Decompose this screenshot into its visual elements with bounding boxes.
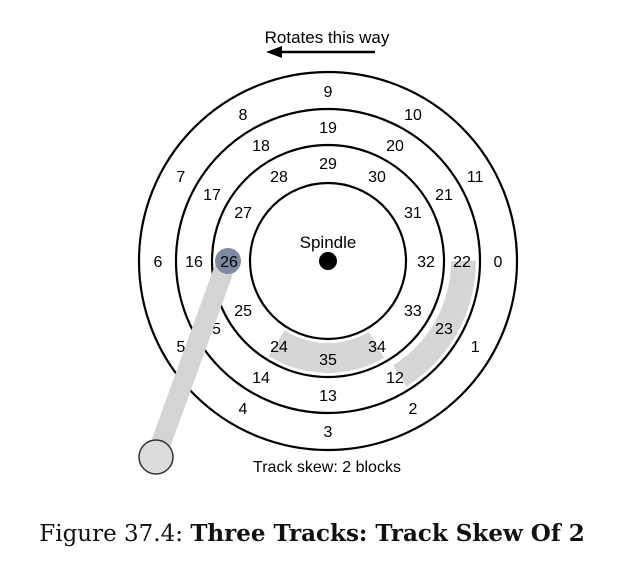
block-label-inner: 31	[404, 205, 422, 222]
block-label-inner: 34	[368, 339, 386, 356]
block-label-middle: 19	[319, 120, 337, 137]
block-label-outer: 4	[239, 401, 248, 418]
block-label-inner: 24	[270, 339, 288, 356]
block-label-middle: 12	[386, 370, 404, 387]
block-label-inner: 32	[417, 254, 435, 271]
block-label-middle: 23	[435, 321, 453, 338]
outer-ring	[137, 70, 519, 452]
block-label-outer: 0	[494, 254, 503, 271]
spindle-label: Spindle	[300, 233, 357, 252]
block-label-inner: 30	[368, 169, 386, 186]
spindle-dot	[319, 252, 337, 270]
block-label-middle: 21	[435, 187, 453, 204]
skew-highlight-bands	[268, 261, 476, 387]
rotation-arrow-icon	[266, 46, 375, 58]
spindle-ring	[248, 181, 408, 341]
block-label-middle: 18	[252, 138, 270, 155]
block-label-outer: 8	[239, 107, 248, 124]
block-label-middle: 13	[319, 388, 337, 405]
block-label-middle: 16	[185, 254, 203, 271]
block-label-inner: 28	[270, 169, 288, 186]
block-label-outer: 3	[324, 424, 333, 441]
block-label-outer: 7	[176, 169, 185, 186]
block-label-outer: 1	[471, 339, 480, 356]
block-label-outer: 11	[467, 169, 484, 186]
ring-2	[174, 107, 482, 415]
figure-caption: Figure 37.4: Three Tracks: Track Skew Of…	[0, 520, 624, 547]
block-label-inner: 27	[234, 205, 252, 222]
disk-head	[215, 248, 241, 274]
block-label-outer: 9	[324, 84, 333, 101]
ring-3	[210, 143, 446, 379]
caption-prefix: Figure 37.4:	[39, 521, 191, 547]
block-label-inner: 33	[404, 303, 422, 320]
inner-track-skew-band	[268, 330, 384, 374]
block-label-middle: 20	[386, 138, 404, 155]
block-label-middle: 22	[453, 254, 471, 271]
block-label-middle: 14	[252, 370, 270, 387]
arm-pivot	[138, 439, 174, 475]
block-label-inner: 35	[319, 352, 337, 369]
block-label-outer: 6	[154, 254, 163, 271]
block-label-inner: 25	[234, 303, 252, 320]
block-label-inner: 29	[319, 156, 337, 173]
block-label-outer: 10	[404, 107, 422, 124]
caption-title: Three Tracks: Track Skew Of 2	[190, 520, 585, 547]
disk-arm	[138, 248, 241, 475]
rotation-label: Rotates this way	[265, 28, 390, 47]
head-block-label: 26	[220, 254, 238, 271]
track-rings	[137, 70, 519, 452]
skew-label: Track skew: 2 blocks	[253, 459, 401, 476]
block-label-outer: 5	[176, 339, 185, 356]
block-label-middle: 17	[203, 187, 221, 204]
block-label-outer: 2	[409, 401, 418, 418]
middle-track-skew-band	[393, 261, 476, 387]
